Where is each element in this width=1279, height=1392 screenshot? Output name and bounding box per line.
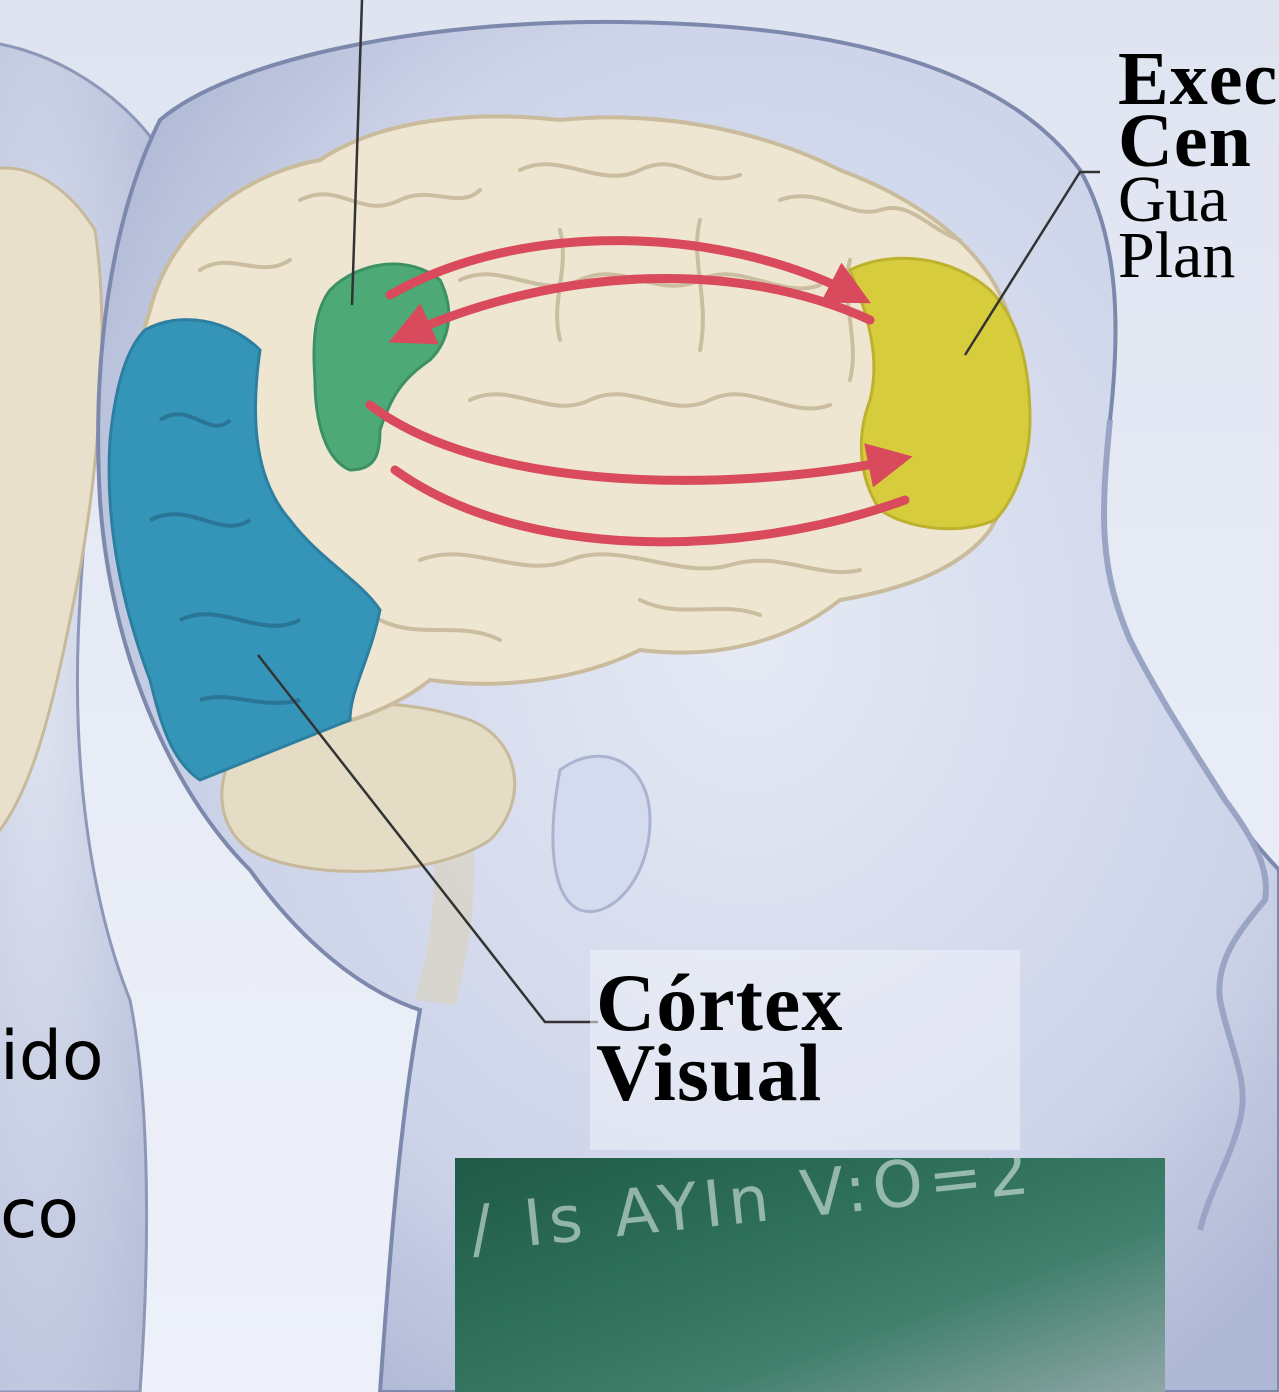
visual-cortex-label: Córtex Visual: [596, 968, 843, 1108]
left-partial-label-2: co: [0, 1180, 79, 1250]
cortex-label-line2: Visual: [596, 1038, 843, 1108]
left-partial-label-1: ido: [0, 1022, 104, 1092]
executive-center-label: Exec Cen Gua Plan: [1118, 48, 1278, 284]
chalkboard-scribble: / Is AYIn V:O=2: [467, 1158, 1039, 1267]
chalkboard-image: / Is AYIn V:O=2: [455, 1158, 1165, 1392]
executive-label-line4: Plan: [1118, 228, 1278, 284]
